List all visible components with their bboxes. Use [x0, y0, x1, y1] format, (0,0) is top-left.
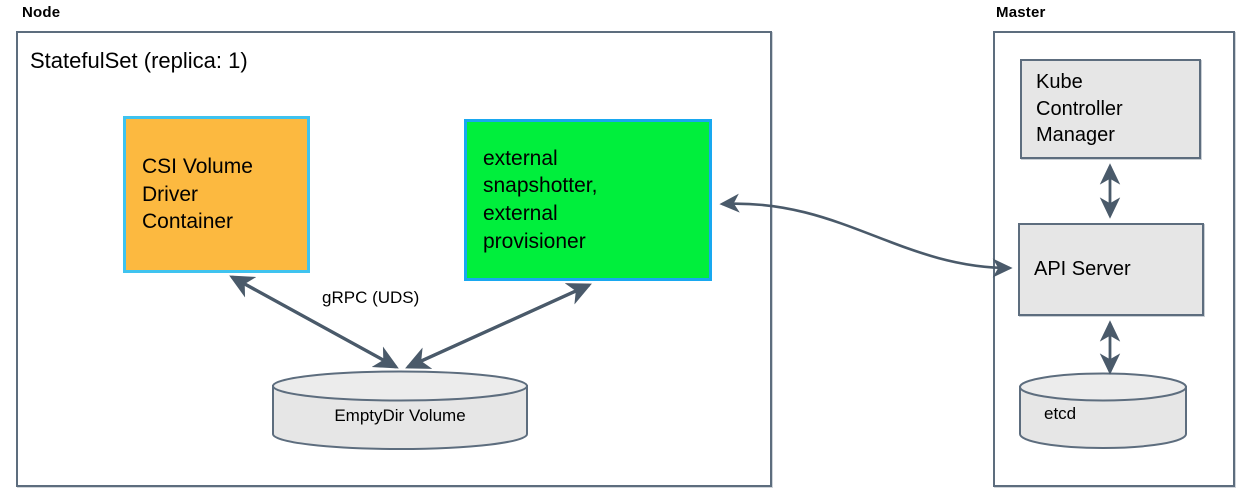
box-api-server[interactable]: API Server	[1018, 223, 1204, 316]
box-api-server-label: API Server	[1034, 258, 1131, 281]
edge-label-grpc-uds: gRPC (UDS)	[322, 288, 420, 307]
emptydir-volume-shape	[272, 370, 528, 450]
statefulset-title: StatefulSet (replica: 1)	[30, 48, 248, 73]
cylinder-emptydir-volume[interactable]: EmptyDir Volume	[271, 370, 529, 450]
etcd-shape	[1019, 372, 1187, 449]
box-external-snapshotter-provisioner[interactable]: external snapshotter, external provision…	[464, 119, 712, 281]
box-kube-controller-manager-label: Kube Controller Manager	[1036, 71, 1123, 147]
cylinder-etcd[interactable]: etcd	[1018, 372, 1188, 450]
box-csi-volume-driver-container[interactable]: CSI Volume Driver Container	[123, 116, 310, 273]
zone-label-node: Node	[22, 4, 61, 21]
box-csi-volume-driver-container-label: CSI Volume Driver Container	[142, 154, 253, 234]
zone-label-master: Master	[996, 4, 1046, 21]
box-kube-controller-manager[interactable]: Kube Controller Manager	[1020, 59, 1201, 159]
box-external-snapshotter-provisioner-label: external snapshotter, external provision…	[483, 146, 598, 253]
